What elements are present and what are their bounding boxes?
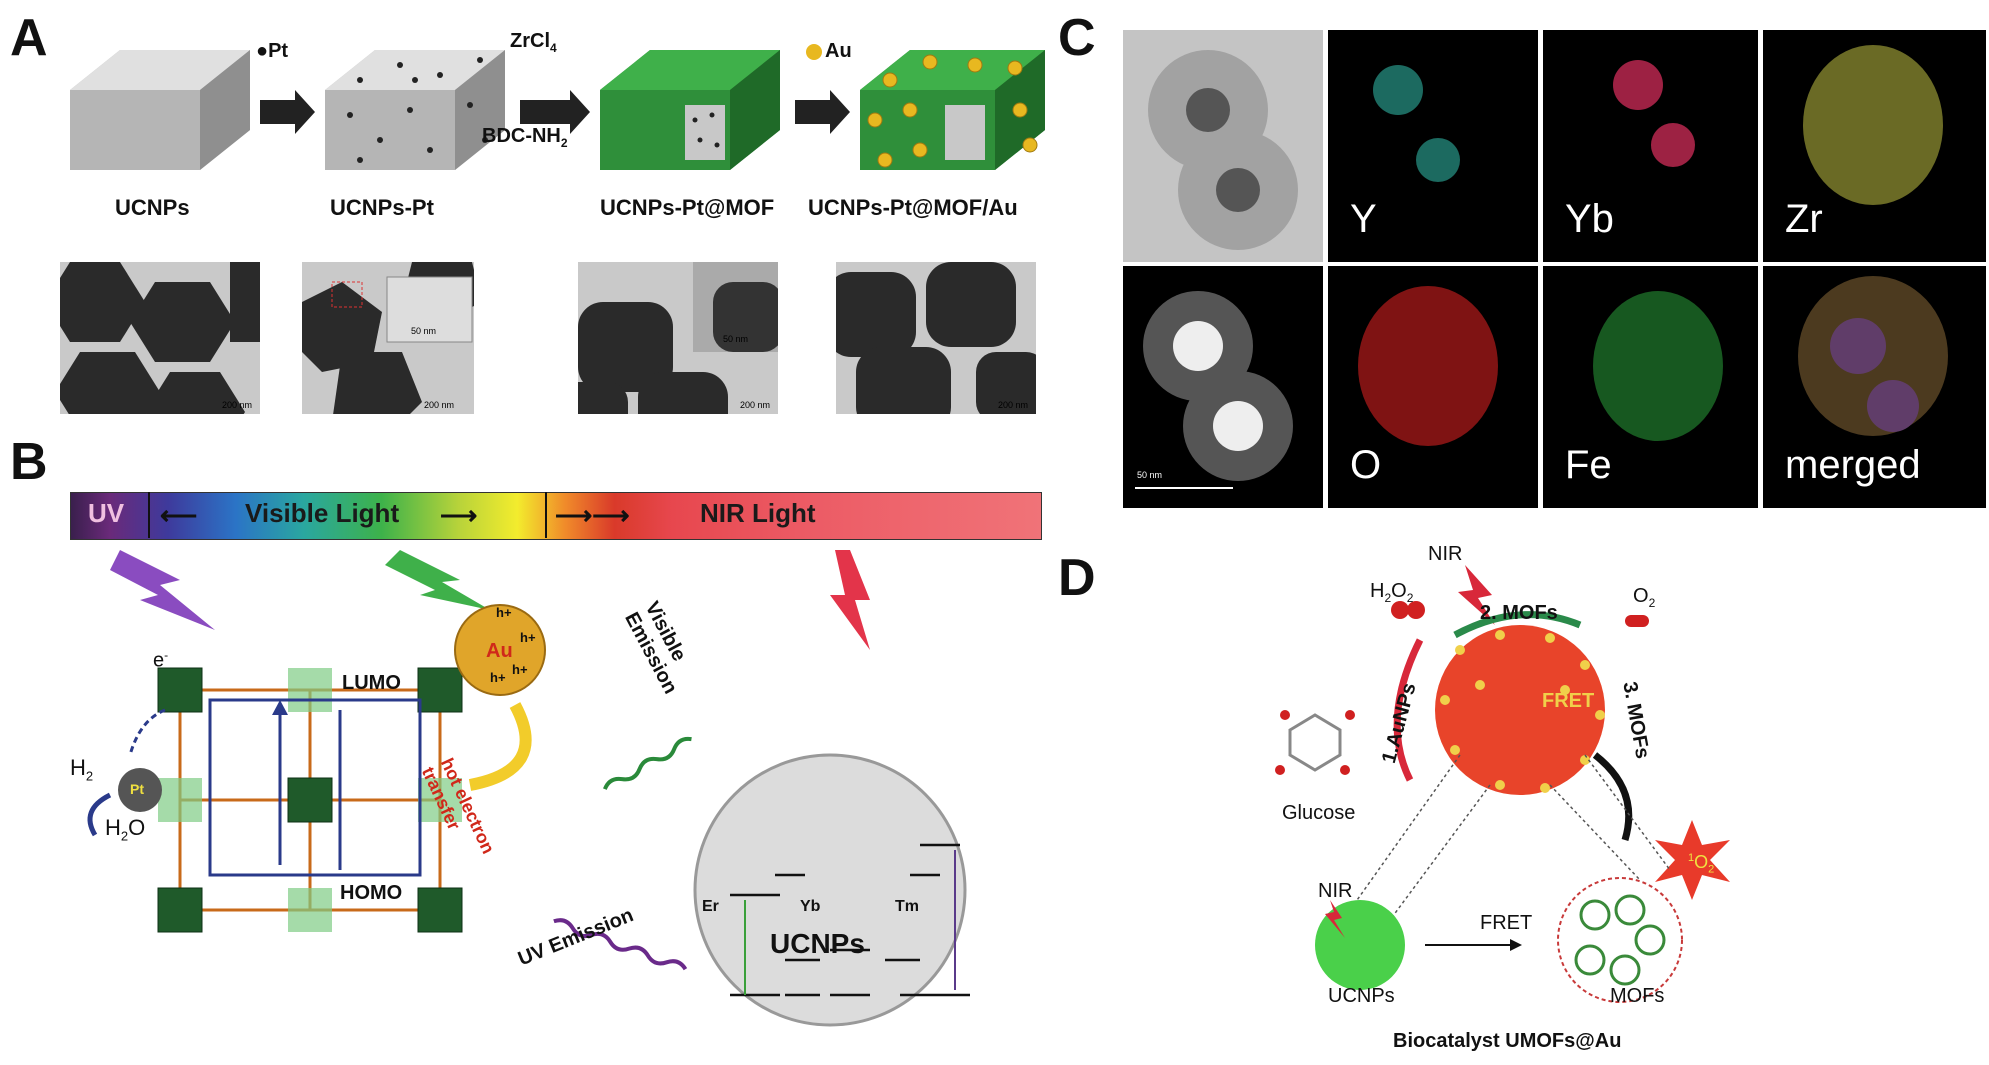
- uv-lightning: [110, 550, 215, 630]
- panel-label-a: A: [10, 9, 48, 67]
- o2-label: O2: [1633, 585, 1656, 610]
- biocatalyst-caption: Biocatalyst UMOFs@Au: [1393, 1030, 1622, 1052]
- element-label-yb: Yb: [1565, 197, 1614, 241]
- step-label-ucnps: UCNPs: [115, 195, 190, 220]
- arrow1-label: ●Pt: [256, 40, 289, 62]
- scale-bar-2: 200 nm: [423, 400, 454, 410]
- inset-scale-bar-2: 50 nm: [722, 334, 748, 344]
- ucnp-circle: [693, 753, 967, 1027]
- step-label-ucnps-pt-mof-au: UCNPs-Pt@MOF/Au: [808, 195, 1018, 220]
- step-label-ucnps-pt-mof: UCNPs-Pt@MOF: [600, 195, 775, 220]
- hole-2: h+: [520, 630, 536, 645]
- eds-map-yb: Yb: [1543, 30, 1758, 262]
- arrow-left: ⟵: [160, 500, 198, 530]
- hole-1: h+: [496, 605, 512, 620]
- fret-label: FRET: [1480, 912, 1533, 934]
- mof-lattice: [157, 667, 463, 933]
- au-label: Au: [486, 640, 513, 662]
- c-scale-bar: 50 nm: [1137, 470, 1163, 480]
- scale-bar-3: 200 nm: [739, 400, 770, 410]
- arrow-nir: ⟶⟶: [555, 500, 630, 530]
- au-sphere: [454, 604, 546, 696]
- element-label-fe: Fe: [1565, 443, 1612, 487]
- arrow-right: ⟶: [440, 500, 478, 530]
- pt-label: Pt: [130, 781, 144, 797]
- nir-lightning: [830, 550, 870, 650]
- mofs-d-label: MOFs: [1610, 985, 1665, 1007]
- scale-bar-4: 200 nm: [997, 400, 1028, 410]
- element-label-zr: Zr: [1785, 197, 1823, 241]
- umof-sphere: [1435, 625, 1605, 795]
- inset-scale-bar-1: 50 nm: [410, 326, 436, 336]
- ucnp-pt-mof-prism: [600, 50, 780, 170]
- panel-label-b: B: [10, 433, 48, 491]
- nir-lightning-d: [1458, 565, 1495, 625]
- level-yb: Yb: [800, 898, 821, 915]
- h2-label: H2: [70, 755, 94, 784]
- h2o2-label: H2O2: [1370, 580, 1414, 605]
- glucose-label: Glucose: [1282, 802, 1356, 824]
- element-label-o: O: [1350, 443, 1382, 487]
- nir-bottom-label: NIR: [1318, 880, 1353, 902]
- mof-network: [1557, 877, 1683, 1003]
- tem-bright-field: [1123, 30, 1323, 262]
- eds-map-zr: Zr: [1763, 30, 1986, 262]
- level-tm: Tm: [895, 898, 919, 915]
- panel-label-d: D: [1058, 549, 1096, 607]
- nir-top-label: NIR: [1428, 543, 1463, 565]
- singlet-oxygen-label: 1O2: [1688, 852, 1715, 876]
- uv-label: UV: [88, 498, 125, 528]
- homo-label: HOMO: [340, 882, 403, 904]
- tem-dark-field: 50 nm: [1123, 266, 1323, 508]
- lumo-label: LUMO: [342, 672, 401, 694]
- arrow3-label: Au: [806, 40, 852, 63]
- tem-image-ucnps: 200 nm: [60, 262, 260, 414]
- panel-a-schematic: [70, 50, 1045, 170]
- panel-b-diagram: [87, 550, 970, 1027]
- eds-map-fe: Fe: [1543, 266, 1758, 508]
- mofs-2-label: 2. MOFs: [1480, 602, 1558, 624]
- nir-light-label: NIR Light: [700, 498, 816, 528]
- eds-map-o: O: [1328, 266, 1538, 508]
- h2o-label: H2O: [105, 815, 146, 844]
- eds-map-y: Y: [1328, 30, 1538, 262]
- fret-sphere-label: FRET: [1542, 690, 1595, 712]
- panel-label-c: C: [1058, 9, 1096, 67]
- hole-3: h+: [512, 662, 528, 677]
- arrow2-label-2: BDC-NH2: [482, 125, 568, 150]
- tem-image-ucnps-pt-mof: 50 nm 200 nm: [578, 262, 778, 414]
- tem-image-ucnps-pt: 50 nm 200 nm: [302, 262, 474, 414]
- ucnp-pt-mof-au-prism: [860, 50, 1045, 170]
- light-spectrum-bar: [70, 492, 1042, 540]
- step-label-ucnps-pt: UCNPs-Pt: [330, 195, 434, 220]
- ucnps-label: UCNPs: [770, 928, 865, 959]
- scale-bar-1: 200 nm: [221, 400, 252, 410]
- eds-map-merged: merged: [1763, 266, 1986, 508]
- ucnp-prism: [70, 50, 250, 170]
- level-er: Er: [702, 898, 719, 915]
- panel-d-diagram: [1275, 565, 1730, 1003]
- electron-label: e-: [153, 648, 169, 672]
- element-label-merged: merged: [1785, 443, 1921, 487]
- hole-4: h+: [490, 670, 506, 685]
- element-label-y: Y: [1350, 197, 1377, 241]
- ucnps-d-label: UCNPs: [1328, 985, 1395, 1007]
- ucnp-pt-prism: [325, 50, 505, 170]
- eds-map-grid: Y Yb Zr 50 nm O Fe merged: [1123, 30, 1986, 508]
- visible-light-label: Visible Light: [245, 498, 400, 528]
- tem-image-ucnps-pt-mof-au: 200 nm: [836, 262, 1036, 414]
- pt-sphere: [118, 768, 162, 812]
- visible-lightning: [385, 550, 490, 610]
- arrow2-label-1: ZrCl4: [510, 30, 557, 55]
